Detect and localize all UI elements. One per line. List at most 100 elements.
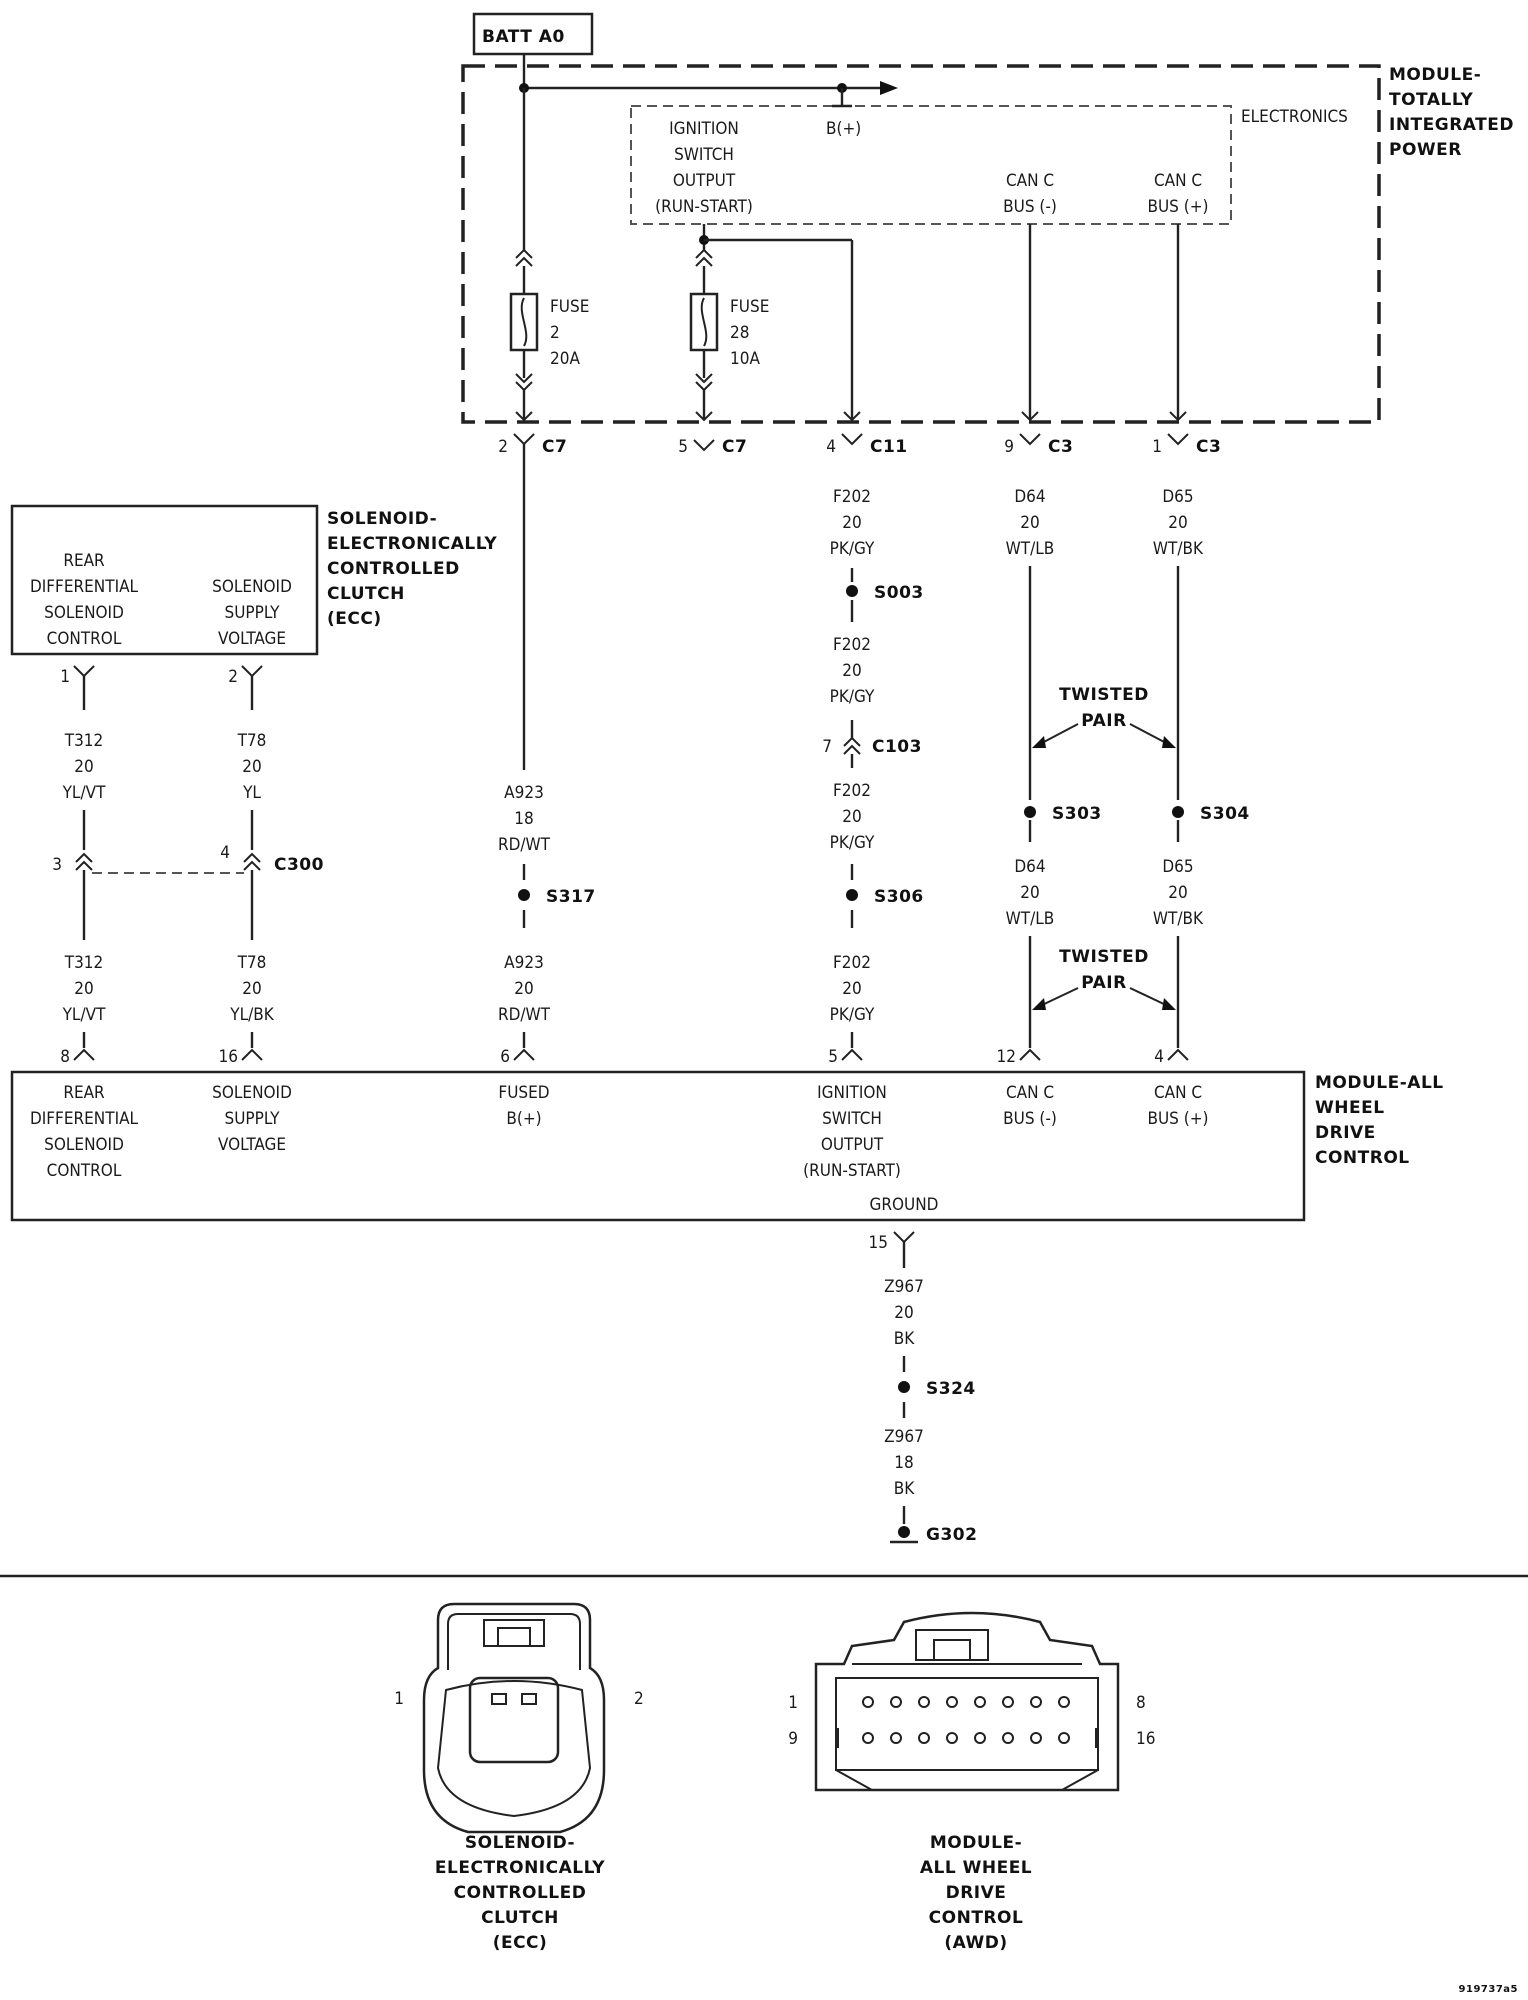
caption-line: CLUTCH bbox=[481, 1908, 559, 1928]
label-line: CAN C bbox=[1154, 171, 1202, 191]
label-line: FUSE bbox=[550, 297, 589, 317]
tipm-connector-c11-pin4: 4 C11 bbox=[826, 433, 907, 457]
pin-number: 15 bbox=[869, 1233, 888, 1253]
awd-pin-6: 6 bbox=[500, 1047, 535, 1067]
can-minus-label: CAN C BUS (-) bbox=[1003, 171, 1057, 217]
label-line: RD/WT bbox=[498, 1005, 551, 1025]
pin-number: 2 bbox=[634, 1689, 644, 1709]
label-line: T78 bbox=[237, 731, 267, 751]
caption-line: (AWD) bbox=[944, 1933, 1007, 1953]
label-line: 20 bbox=[842, 661, 861, 681]
pin-number: 1 bbox=[394, 1689, 404, 1709]
pin-number: 4 bbox=[220, 843, 230, 863]
twisted-pair-callout-top: TWISTED PAIR bbox=[1032, 685, 1176, 748]
pin-number: 8 bbox=[1136, 1693, 1146, 1713]
pin-number: 16 bbox=[1136, 1729, 1155, 1749]
awd-ground-label: GROUND bbox=[870, 1195, 939, 1215]
ecc-module: REAR DIFFERENTIAL SOLENOID CONTROL SOLEN… bbox=[10, 504, 497, 656]
pin-number: 2 bbox=[228, 667, 238, 687]
splice-label: S317 bbox=[546, 887, 596, 907]
ecc-name: SOLENOID- ELECTRONICALLY CONTROLLED CLUT… bbox=[327, 509, 497, 629]
label-line: 18 bbox=[894, 1453, 913, 1473]
pin-number: 4 bbox=[1154, 1047, 1164, 1067]
splice-s317: S317 bbox=[518, 887, 596, 907]
label-line: SWITCH bbox=[822, 1109, 882, 1129]
label-line: D65 bbox=[1162, 487, 1193, 507]
ecc-name-line: ELECTRONICALLY bbox=[327, 534, 497, 554]
label-line: 20 bbox=[1168, 883, 1187, 903]
label-line: 20 bbox=[842, 513, 861, 533]
label-line: (RUN-START) bbox=[655, 197, 753, 217]
awd-pin-5: 5 bbox=[828, 1047, 863, 1067]
wire-label-d64-bottom: D64 20 WT/LB bbox=[1006, 857, 1055, 929]
label-line: (RUN-START) bbox=[803, 1161, 901, 1181]
tipm-name-line: INTEGRATED bbox=[1389, 115, 1514, 135]
label-line: 20 bbox=[242, 979, 261, 999]
caption-line: MODULE- bbox=[930, 1833, 1022, 1853]
label-line: RD/WT bbox=[498, 835, 551, 855]
connector-name: C3 bbox=[1048, 437, 1073, 457]
label-line: BUS (+) bbox=[1147, 1109, 1208, 1129]
awd-name: MODULE-ALL WHEEL DRIVE CONTROL bbox=[1315, 1073, 1444, 1168]
wire-label-z967-top: Z967 20 BK bbox=[884, 1277, 924, 1349]
pin-number: 12 bbox=[997, 1047, 1016, 1067]
ecc-name-line: CONTROLLED bbox=[327, 559, 460, 579]
tipm-boundary bbox=[461, 64, 1381, 424]
ecc-pin2-connector: 2 bbox=[228, 665, 263, 710]
connector-name: C7 bbox=[722, 437, 747, 457]
fuse2-connector-top bbox=[515, 248, 533, 267]
label-line: Z967 bbox=[884, 1277, 924, 1297]
label-line: BUS (-) bbox=[1003, 197, 1057, 217]
pin-number: 1 bbox=[788, 1693, 798, 1713]
label-line: SOLENOID bbox=[44, 603, 124, 623]
figure-id: 919737a5 bbox=[1459, 1984, 1518, 1995]
label-line: TWISTED bbox=[1059, 685, 1149, 705]
pin-number: 6 bbox=[500, 1047, 510, 1067]
label-line: F202 bbox=[833, 953, 871, 973]
label-line: 20 bbox=[894, 1303, 913, 1323]
pin-number: 8 bbox=[60, 1047, 70, 1067]
label-line: WT/LB bbox=[1006, 909, 1055, 929]
twisted-pair-callout-bottom: TWISTED PAIR bbox=[1032, 947, 1176, 1010]
c300-connector: 3 4 C300 bbox=[52, 843, 323, 875]
ecc-name-line: CLUTCH bbox=[327, 584, 405, 604]
caption-line: SOLENOID- bbox=[465, 1833, 575, 1853]
tipm-connector-c7-pin2: 2 C7 bbox=[498, 433, 567, 457]
label-line: 20 bbox=[1020, 513, 1039, 533]
awd-name-line: DRIVE bbox=[1315, 1123, 1376, 1143]
caption-line: (ECC) bbox=[493, 1933, 548, 1953]
splice-label: S306 bbox=[874, 887, 924, 907]
label-line: D64 bbox=[1014, 857, 1045, 877]
pin-number: 5 bbox=[678, 437, 688, 457]
pin-number: 4 bbox=[826, 437, 836, 457]
label-line: D64 bbox=[1014, 487, 1045, 507]
label-line: Z967 bbox=[884, 1427, 924, 1447]
awd-name-line: MODULE-ALL bbox=[1315, 1073, 1444, 1093]
label-line: CAN C bbox=[1006, 171, 1054, 191]
c103-connector: 7 C103 bbox=[822, 720, 921, 768]
splice-s303: S303 bbox=[1024, 804, 1101, 824]
label-line: B(+) bbox=[506, 1109, 541, 1129]
awd-module: REAR DIFFERENTIAL SOLENOID CONTROL SOLEN… bbox=[10, 1070, 1444, 1222]
splice-s003: S003 bbox=[846, 583, 923, 603]
label-line: CAN C bbox=[1154, 1083, 1202, 1103]
awd-func-rear: REAR DIFFERENTIAL SOLENOID CONTROL bbox=[30, 1083, 139, 1181]
awd-pin-4: 4 bbox=[1154, 1047, 1189, 1067]
label-line: WT/LB bbox=[1006, 539, 1055, 559]
ecc-connector-caption: SOLENOID- ELECTRONICALLY CONTROLLED CLUT… bbox=[435, 1833, 605, 1953]
label-line: BUS (+) bbox=[1147, 197, 1208, 217]
awd-pin-holes bbox=[862, 1696, 1070, 1744]
awd-func-fused: FUSED B(+) bbox=[498, 1083, 549, 1129]
label-line: 20 bbox=[74, 757, 93, 777]
label-line: A923 bbox=[504, 953, 544, 973]
fuse2-label: FUSE 2 20A bbox=[550, 297, 589, 369]
awd-connector-face: 1 9 8 16 bbox=[788, 1611, 1155, 1792]
wire-label-d65-bottom: D65 20 WT/BK bbox=[1153, 857, 1204, 929]
ignition-output-label: IGNITION SWITCH OUTPUT (RUN-START) bbox=[655, 119, 753, 217]
wire-label-d65-top: D65 20 WT/BK bbox=[1153, 487, 1204, 559]
awd-name-line: WHEEL bbox=[1315, 1098, 1385, 1118]
wire-label-f202-1: F202 20 PK/GY bbox=[830, 487, 875, 559]
tipm-connector-c3-pin9: 9 C3 bbox=[1004, 433, 1073, 457]
label-line: BK bbox=[894, 1479, 915, 1499]
